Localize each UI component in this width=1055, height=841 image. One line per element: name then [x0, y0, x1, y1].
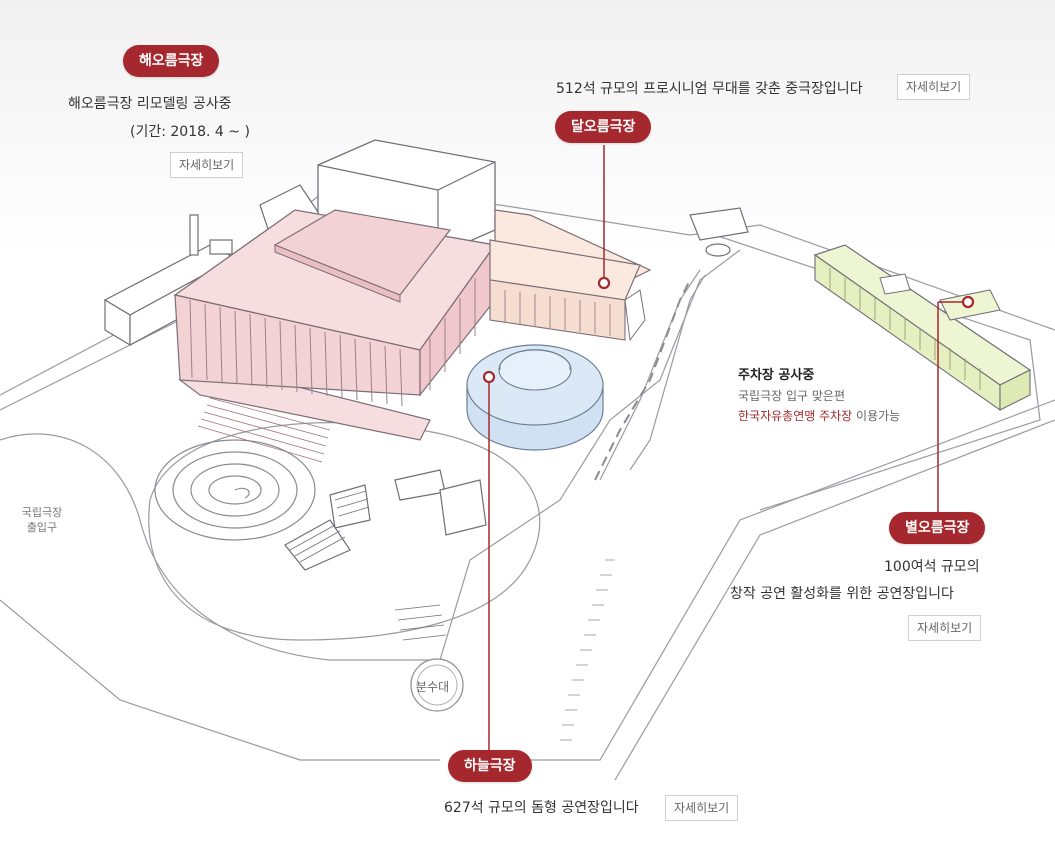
entrance-label: 국립극장 출입구	[12, 505, 72, 535]
fountain-label: 분수대	[416, 680, 450, 694]
parking-title: 주차장 공사중	[738, 368, 815, 383]
stair-lines	[289, 490, 447, 641]
pointer-lines	[488, 145, 968, 750]
haeoreum-label-button[interactable]: 해오름극장	[123, 45, 220, 77]
haneul-desc: 627석 규모의 돔형 공연장입니다	[444, 800, 639, 816]
entrance-label-line2: 출입구	[26, 521, 58, 534]
byeoloreum-building	[813, 244, 1032, 412]
daloreum-label-button[interactable]: 달오름극장	[555, 111, 652, 143]
parking-highlight: 한국자유총연맹 주차장	[738, 409, 853, 423]
haeoreum-building	[173, 139, 497, 463]
haneul-marker[interactable]	[482, 370, 496, 384]
daloreum-marker[interactable]	[597, 276, 611, 290]
daloreum-desc: 512석 규모의 프로시니엄 무대를 갖춘 중극장입니다	[556, 81, 863, 97]
fountain	[410, 658, 464, 712]
byeoloreum-desc-line2: 창작 공연 활성화를 위한 공연장입니다	[730, 586, 954, 602]
haneul-more-button[interactable]: 자세히보기	[665, 795, 739, 821]
byeoloreum-desc-line1: 100여석 규모의	[884, 559, 980, 575]
daloreum-more-button[interactable]: 자세히보기	[897, 74, 971, 100]
parking-dashed-boundary	[594, 279, 691, 481]
haneul-building	[466, 344, 604, 451]
parking-subtitle: 국립극장 입구 맞은편	[738, 389, 845, 403]
byeoloreum-marker[interactable]	[961, 295, 975, 309]
spiral-plaza	[154, 439, 316, 541]
haneul-label-button[interactable]: 하늘극장	[448, 750, 532, 782]
entrance-label-line1: 국립극장	[21, 506, 63, 519]
haeoreum-more-button[interactable]: 자세히보기	[170, 152, 244, 178]
byeoloreum-more-button[interactable]: 자세히보기	[908, 615, 982, 641]
parking-tail: 이용가능	[852, 409, 901, 423]
byeoloreum-label-button[interactable]: 별오름극장	[889, 512, 986, 544]
parking-notice: 주차장 공사중 국립극장 입구 맞은편 한국자유총연맹 주차장 이용가능	[738, 366, 900, 426]
south-stairs	[560, 559, 615, 741]
haeoreum-desc-line2: (기간: 2018. 4 ~ )	[130, 124, 250, 140]
haeoreum-desc-line1: 해오름극장 리모델링 공사중	[68, 96, 232, 112]
